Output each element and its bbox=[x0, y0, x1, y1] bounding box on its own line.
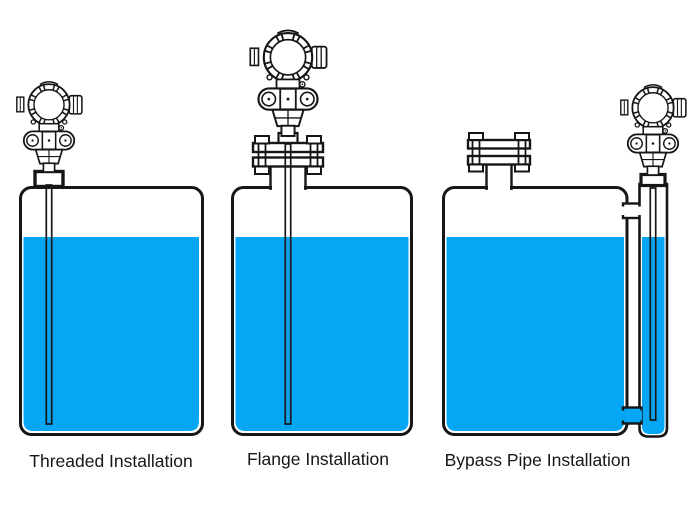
sensor-probe bbox=[45, 184, 53, 425]
sensor-probe bbox=[284, 143, 292, 425]
tank-nozzle bbox=[269, 166, 307, 190]
pipe-fitting bbox=[639, 172, 667, 188]
blind-flange-assembly bbox=[466, 132, 532, 192]
bypass-pipe-liquid bbox=[642, 237, 665, 434]
diagram-caption: Flange Installation bbox=[247, 449, 389, 469]
flange-installation-diagram: Flange Installation bbox=[231, 29, 413, 469]
tank-liquid bbox=[446, 237, 624, 431]
flange-plate bbox=[466, 138, 532, 150]
tank-nozzle bbox=[485, 165, 513, 190]
threaded-installation-diagram: Threaded Installation bbox=[15, 80, 204, 471]
tank-liquid bbox=[235, 237, 409, 431]
flange-plate bbox=[251, 156, 325, 168]
diagram-caption: Threaded Installation bbox=[29, 451, 192, 471]
level-transmitter-icon bbox=[619, 83, 687, 176]
flange-plate bbox=[251, 141, 325, 154]
flange-plate bbox=[466, 154, 532, 166]
sensor-probe bbox=[649, 187, 657, 421]
tank-liquid bbox=[23, 237, 199, 431]
bypass-pipe-installation-diagram: Bypass Pipe Installation bbox=[442, 83, 687, 470]
flange-assembly bbox=[251, 131, 325, 192]
level-transmitter-icon bbox=[249, 29, 328, 138]
diagram-caption: Bypass Pipe Installation bbox=[445, 450, 631, 470]
level-transmitter-icon bbox=[15, 80, 83, 173]
